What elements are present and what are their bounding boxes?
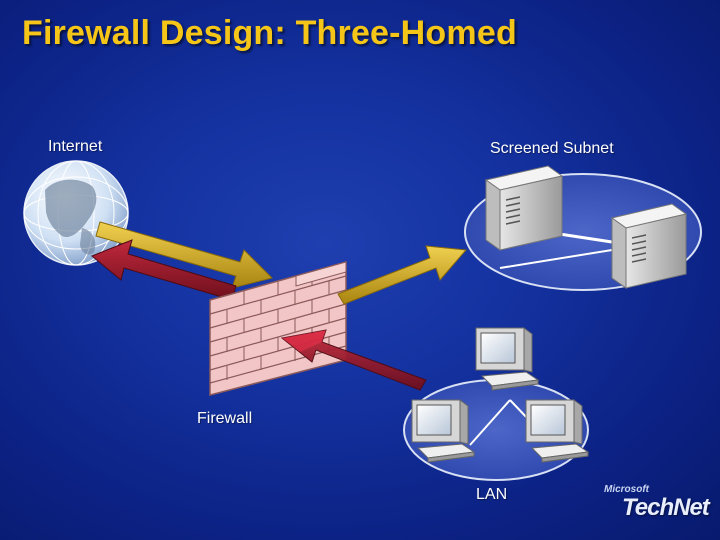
server-icon [486, 166, 562, 250]
firewall-label: Firewall [197, 410, 252, 428]
server-icon-2 [612, 204, 686, 288]
lan-label: LAN [476, 486, 507, 504]
firewall-wall [210, 262, 346, 395]
screened-subnet-label: Screened Subnet [490, 140, 614, 158]
arrow-firewall-to-subnet [338, 246, 466, 304]
technet-logo: Microsoft TechNet [596, 482, 708, 528]
technet-wordmark: TechNet [622, 494, 709, 522]
internet-label: Internet [48, 138, 102, 156]
